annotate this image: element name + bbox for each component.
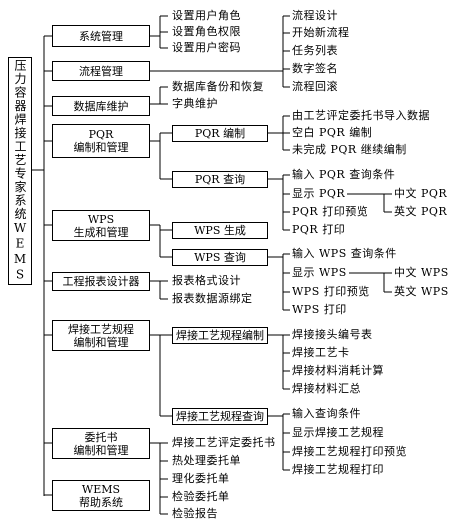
- connector-workflow-mgmt: [150, 15, 290, 88]
- module-help-label-line2: 帮助系统: [79, 495, 123, 509]
- pqr-query-item: PQR 打印: [292, 223, 346, 236]
- module-database-maint: 数据库维护: [52, 96, 150, 116]
- module-database-maint-label: 数据库维护: [73, 99, 129, 113]
- commission-item: 焊接工艺评定委托书: [172, 436, 276, 449]
- commission-item: 理化委托单: [172, 472, 230, 485]
- pqr-compile-item: 空白 PQR 编制: [292, 126, 373, 139]
- pqr-query-item: 显示 PQR: [292, 187, 346, 200]
- welding-compile-item: 焊接材料消耗计算: [292, 364, 384, 377]
- submodule-pqr-compile: PQR 编制: [172, 125, 268, 142]
- module-commission-label-line2: 编制和管理: [73, 443, 129, 457]
- submodule-welding-compile: 焊接工艺规程编制: [172, 327, 268, 344]
- pqr-display-option: 中文 PQR: [394, 187, 448, 200]
- connector-welding-procedure: [150, 334, 172, 417]
- connector-pqr: [150, 132, 172, 180]
- connector-commission: [150, 442, 168, 515]
- workflow-item: 开始新流程: [292, 26, 350, 39]
- trunk-branches: [44, 35, 52, 496]
- connector-wps: [150, 224, 172, 258]
- system-mgmt-item: 设置用户角色: [172, 9, 241, 22]
- submodule-wps-generate-label: WPS 生成: [194, 224, 246, 237]
- commission-item: 检验委托单: [172, 490, 230, 503]
- module-workflow-mgmt-label: 流程管理: [79, 64, 123, 78]
- module-system-mgmt-label: 系统管理: [79, 29, 123, 43]
- report-designer-item: 报表格式设计: [172, 274, 241, 287]
- submodule-pqr-query-label: PQR 查询: [194, 173, 246, 186]
- connector-pqr-compile: [268, 115, 290, 151]
- pqr-compile-item: 由工艺评定委托书导入数据: [292, 109, 430, 122]
- module-wps-label-line2: 生成和管理: [73, 225, 129, 239]
- wps-query-item: WPS 打印预览: [292, 285, 370, 298]
- module-help-label-line1: WEMS: [81, 482, 121, 496]
- welding-query-item: 焊接工艺规程打印: [292, 463, 384, 476]
- module-report-designer: 工程报表设计器: [52, 272, 150, 291]
- pqr-query-item: PQR 打印预览: [292, 205, 369, 218]
- submodule-wps-generate: WPS 生成: [172, 222, 268, 239]
- pqr-compile-item: 未完成 PQR 继续编制: [292, 143, 407, 156]
- welding-compile-item: 焊接工艺卡: [292, 346, 350, 359]
- database-item: 数据库备份和恢复: [172, 80, 264, 93]
- connector-wps-query: [268, 253, 290, 311]
- submodule-welding-query: 焊接工艺规程查询: [172, 408, 268, 425]
- module-welding-procedure-label-line2: 编制和管理: [73, 335, 129, 349]
- commission-item: 热处理委托单: [172, 454, 241, 467]
- submodule-wps-query: WPS 查询: [172, 249, 268, 266]
- database-item: 字典维护: [172, 97, 218, 110]
- module-workflow-mgmt: 流程管理: [52, 61, 150, 81]
- connector-system-mgmt: [150, 15, 168, 49]
- wps-query-item: WPS 打印: [292, 303, 347, 316]
- module-pqr: PQR 编制和管理: [52, 124, 150, 158]
- submodule-wps-query-label: WPS 查询: [194, 251, 246, 264]
- welding-query-item: 显示焊接工艺规程: [292, 426, 384, 439]
- commission-item: 检验报告: [172, 507, 218, 520]
- wps-display-option: 中文 WPS: [394, 266, 449, 279]
- workflow-item: 流程设计: [292, 9, 338, 22]
- workflow-item: 数字签名: [292, 62, 338, 75]
- submodule-pqr-query: PQR 查询: [172, 171, 268, 188]
- module-commission: 委托书 编制和管理: [52, 428, 150, 459]
- module-commission-label-line1: 委托书: [84, 430, 118, 444]
- wps-query-item: 输入 WPS 查询条件: [292, 247, 397, 260]
- welding-compile-item: 焊接材料汇总: [292, 382, 361, 395]
- welding-query-item: 输入查询条件: [292, 407, 361, 420]
- system-mgmt-item: 设置用户密码: [172, 41, 241, 54]
- system-mgmt-item: 设置角色权限: [172, 25, 241, 38]
- connector-report-designer: [150, 280, 168, 300]
- wps-display-option: 英文 WPS: [394, 285, 449, 298]
- module-report-designer-label: 工程报表设计器: [62, 275, 140, 288]
- connector-pqr-display: [347, 193, 392, 213]
- module-pqr-label-line1: PQR: [88, 128, 114, 141]
- connector-pqr-query: [268, 174, 290, 231]
- module-pqr-label-line2: 编制和管理: [73, 141, 129, 154]
- module-help: WEMS 帮助系统: [52, 480, 150, 511]
- connector-wps-display: [349, 272, 392, 293]
- module-wps-label-line1: WPS: [87, 212, 115, 226]
- submodule-welding-query-label: 焊接工艺规程查询: [176, 410, 264, 423]
- root-system-title: 压力容器焊接工艺专家系统WEMS: [8, 57, 32, 285]
- pqr-query-item: 输入 PQR 查询条件: [292, 168, 396, 181]
- submodule-welding-compile-label: 焊接工艺规程编制: [176, 329, 264, 342]
- welding-compile-item: 焊接接头编号表: [292, 328, 373, 341]
- workflow-item: 任务列表: [292, 44, 338, 57]
- module-welding-procedure-label-line1: 焊接工艺规程: [68, 322, 134, 336]
- module-welding-procedure: 焊接工艺规程 编制和管理: [52, 320, 150, 351]
- module-wps: WPS 生成和管理: [52, 210, 150, 241]
- connector-welding-compile: [268, 334, 290, 390]
- pqr-display-option: 英文 PQR: [394, 205, 448, 218]
- report-designer-item: 报表数据源绑定: [172, 292, 253, 305]
- connector-welding-query: [268, 413, 290, 471]
- welding-query-item: 焊接工艺规程打印预览: [292, 445, 407, 458]
- submodule-pqr-compile-label: PQR 编制: [194, 127, 246, 140]
- connector-database-maint: [150, 86, 168, 105]
- workflow-item: 流程回滚: [292, 80, 338, 93]
- wps-query-item: 显示 WPS: [292, 266, 347, 279]
- module-system-mgmt: 系统管理: [52, 25, 150, 47]
